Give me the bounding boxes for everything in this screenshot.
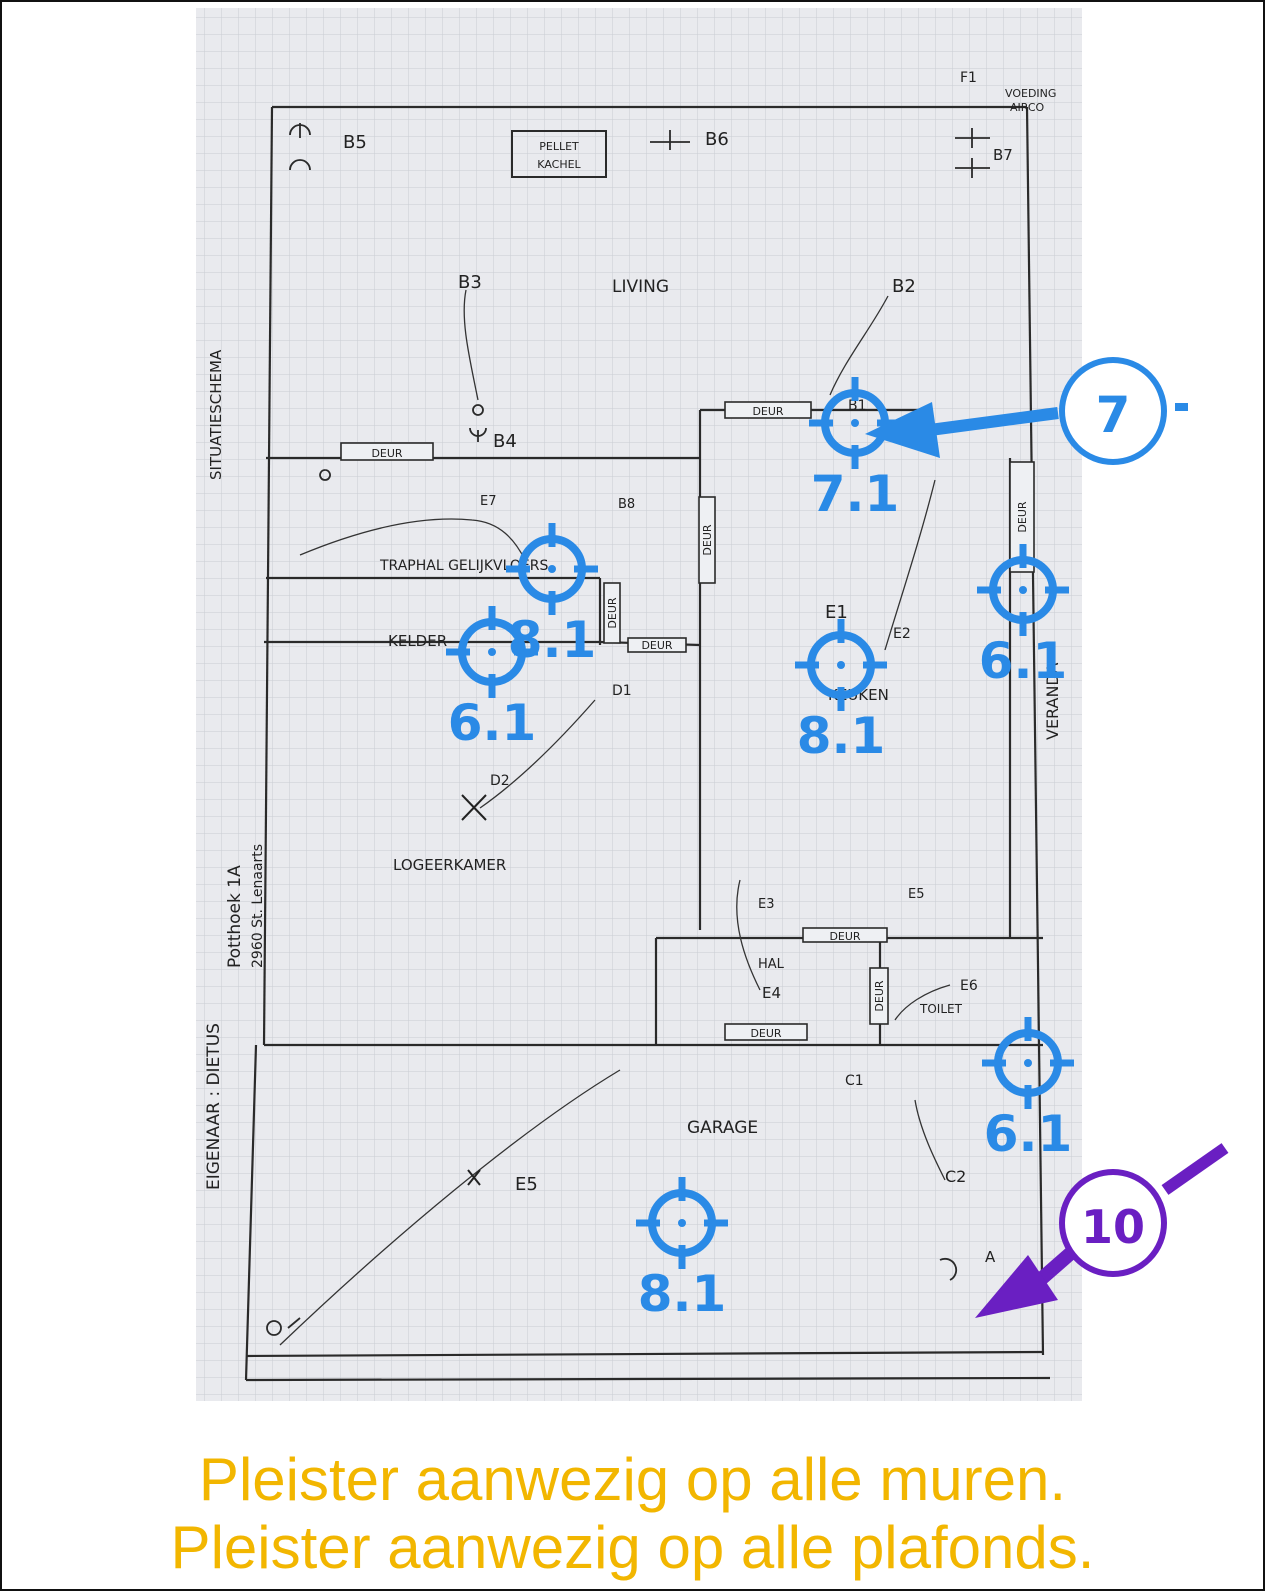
- target-dot: [1019, 586, 1027, 594]
- room-veranda: VERANDA: [1043, 663, 1062, 740]
- point-label: A: [985, 1248, 996, 1266]
- point-label: E5: [515, 1174, 538, 1195]
- airco-label: AIRCO: [1010, 101, 1045, 114]
- pellet-stove: [511, 130, 607, 178]
- callout-10: 10: [975, 1143, 1229, 1318]
- owner-block: EIGENAAR : DIETUS Potthoek 1A 2960 St. L…: [204, 844, 266, 1190]
- target-marker: 6.1: [982, 1017, 1074, 1163]
- door-label: DEUR: [750, 1027, 781, 1040]
- target-marker-label: 8.1: [797, 707, 886, 765]
- target-dot: [548, 565, 556, 573]
- room-toilet: TOILET: [919, 1002, 963, 1016]
- point-label: B4: [493, 431, 517, 452]
- target-marker-label: 7.1: [811, 465, 900, 523]
- point-label: F1: [960, 70, 977, 86]
- point-label: E7: [480, 494, 497, 509]
- callout-7: 7: [865, 357, 1188, 465]
- door-label: DEUR: [752, 405, 783, 418]
- target-marker-label: 6.1: [984, 1105, 1073, 1163]
- point-label: B2: [892, 276, 916, 297]
- switch-symbols: [266, 123, 990, 1336]
- floor-plan-sketch: DEUR DEUR DEUR DEUR DEUR DEUR DEUR DEUR …: [196, 8, 1229, 1401]
- point-label: B5: [343, 132, 367, 153]
- room-logeerkamer: LOGEERKAMER: [393, 856, 506, 874]
- door-label: DEUR: [701, 524, 714, 555]
- room-living: LIVING: [612, 277, 669, 297]
- target-marker: 8.1: [636, 1177, 728, 1323]
- callout-10-label: 10: [1081, 1200, 1145, 1254]
- owner-line-2: Potthoek 1A: [225, 865, 245, 968]
- point-label: C1: [845, 1073, 864, 1089]
- cross-marks: [461, 794, 487, 1186]
- target-dot: [678, 1219, 686, 1227]
- door-label: DEUR: [641, 639, 672, 652]
- door-label: DEUR: [829, 930, 860, 943]
- point-label: E2: [893, 626, 911, 642]
- caption-line-1: Pleister aanwezig op alle muren.: [198, 1446, 1067, 1513]
- point-label: D2: [490, 773, 510, 789]
- point-label: D1: [612, 683, 632, 699]
- pellet-label: PELLET: [539, 140, 579, 153]
- voeding-label: VOEDING: [1005, 87, 1056, 100]
- target-marker-label: 8.1: [638, 1265, 727, 1323]
- point-label: E4: [762, 984, 781, 1002]
- owner-line-3: 2960 St. Lenaarts: [250, 844, 266, 968]
- point-label: B7: [993, 146, 1013, 164]
- room-kelder: KELDER: [388, 632, 447, 650]
- point-label: E5: [908, 887, 925, 902]
- target-marker-label: 6.1: [979, 632, 1068, 690]
- point-label: B3: [458, 272, 482, 293]
- target-marker: 8.1: [795, 619, 887, 765]
- door-label: DEUR: [371, 447, 402, 460]
- room-hal: HAL: [758, 957, 785, 972]
- fixture-points: B5 B6 F1 B7 B3 B2 B1 B4 E7 B8 E1 E2 D1 D…: [343, 70, 1013, 1266]
- point-label: B6: [705, 129, 729, 150]
- target-dot: [837, 661, 845, 669]
- point-label: B1: [848, 398, 867, 414]
- point-label: E6: [960, 978, 978, 994]
- point-label: E1: [825, 602, 848, 623]
- caption-line-2: Pleister aanwezig op alle plafonds.: [170, 1514, 1095, 1581]
- kachel-label: KACHEL: [537, 158, 581, 171]
- point-label: C2: [945, 1167, 966, 1186]
- callout-7-label: 7: [1096, 386, 1131, 444]
- room-garage: GARAGE: [687, 1118, 758, 1138]
- owner-line-1: EIGENAAR : DIETUS: [204, 1023, 224, 1190]
- target-marker: 6.1: [446, 606, 538, 752]
- target-marker-label: 6.1: [448, 694, 537, 752]
- target-dot: [488, 648, 496, 656]
- target-dot: [851, 419, 859, 427]
- target-dot: [1024, 1059, 1032, 1067]
- doors: [340, 401, 1035, 1041]
- wiring: [279, 289, 951, 1346]
- target-marker: 6.1: [977, 544, 1069, 690]
- point-label: E3: [758, 897, 775, 912]
- door-label: DEUR: [873, 980, 886, 1011]
- door-label: DEUR: [1016, 501, 1029, 532]
- point-label: B8: [618, 497, 635, 512]
- situatieschema-label: SITUATIESCHEMA: [207, 349, 225, 480]
- door-label: DEUR: [606, 597, 619, 628]
